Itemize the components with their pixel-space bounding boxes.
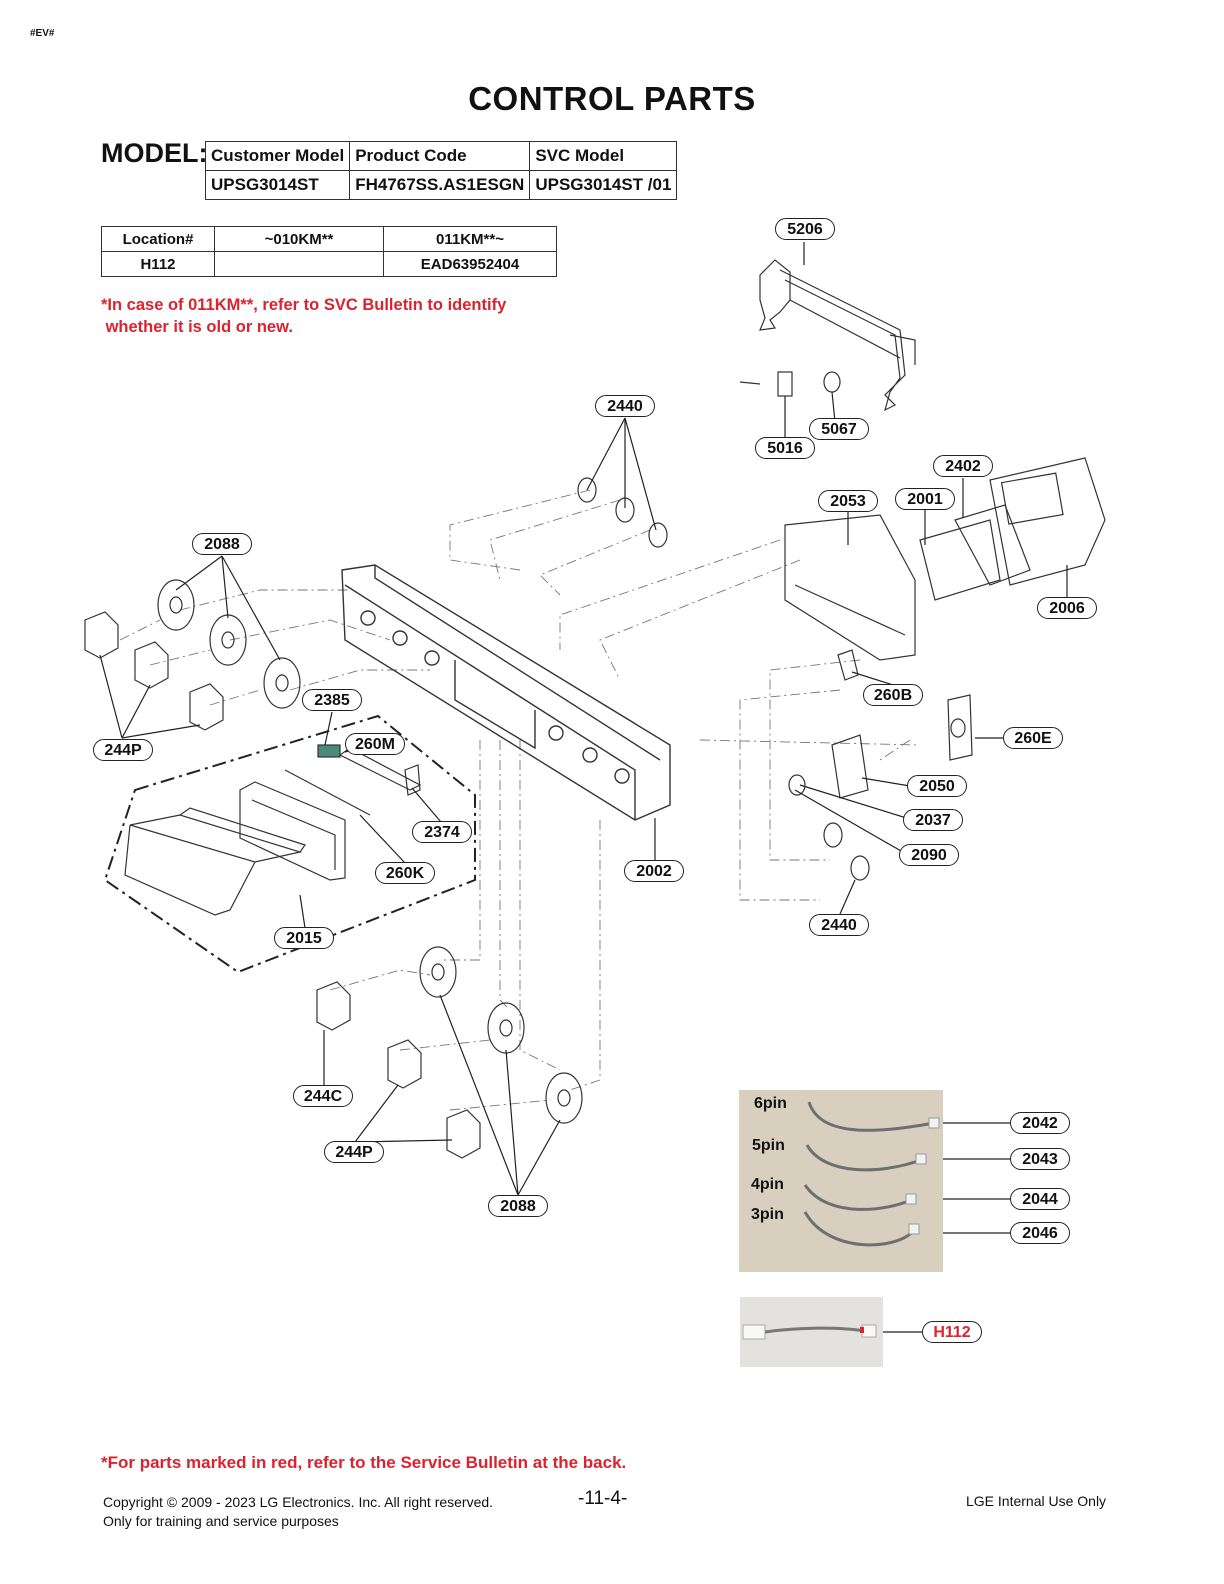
- model-header-customer-model: Customer Model: [204, 141, 351, 171]
- pin-label-6pin: 6pin: [754, 1095, 787, 1112]
- location-value-011km: EAD63952404: [383, 251, 557, 277]
- page-title: CONTROL PARTS: [468, 80, 756, 117]
- model-value-svc-model: UPSG3014ST /01: [529, 170, 678, 200]
- location-table-row: H112 EAD63952404: [101, 251, 557, 277]
- callout-260M: 260M: [345, 733, 405, 755]
- location-header-010km: ~010KM**: [214, 226, 384, 252]
- switch-components-right-shape: [788, 649, 973, 881]
- callout-2043: 2043: [1010, 1148, 1070, 1170]
- switches-2440-upper-shape: [577, 477, 668, 548]
- document-tag: #EV#: [30, 28, 55, 39]
- knobs-244p-upper-shape: [84, 611, 224, 731]
- control-housing-shape: [784, 457, 1106, 661]
- callout-2088-lower: 2088: [488, 1195, 548, 1217]
- bulletin-note: *In case of 011KM**, refer to SVC Bullet…: [101, 294, 506, 338]
- bulletin-note-line2: whether it is old or new.: [101, 318, 293, 336]
- model-header-svc-model: SVC Model: [529, 141, 678, 171]
- drawer-assembly-boundary: [103, 714, 476, 974]
- copyright-line1: Copyright © 2009 - 2023 LG Electronics. …: [103, 1494, 494, 1510]
- knob-skirts-2088-upper-shape: [157, 579, 301, 709]
- callout-244C: 244C: [293, 1085, 353, 1107]
- location-header-location: Location#: [101, 226, 215, 252]
- harness-wires-image: [803, 1101, 940, 1247]
- location-value-010km: [214, 251, 384, 277]
- knob-skirts-2088-lower-shape: [419, 946, 583, 1124]
- callout-2050: 2050: [907, 775, 967, 797]
- callout-2088-upper: 2088: [192, 533, 252, 555]
- callout-260E: 260E: [1003, 727, 1063, 749]
- bulletin-note-line1: *In case of 011KM**, refer to SVC Bullet…: [101, 296, 507, 314]
- bracket-5206-shape: [759, 259, 916, 412]
- location-table-header-row: Location# ~010KM** 011KM**~: [101, 226, 557, 252]
- callout-244P-lower: 244P: [324, 1141, 384, 1163]
- callout-2006: 2006: [1037, 597, 1097, 619]
- callout-2374: 2374: [412, 821, 472, 843]
- callout-260B: 260B: [863, 684, 923, 706]
- control-panel-2002-shape: [341, 564, 671, 821]
- model-value-customer-model: UPSG3014ST: [204, 170, 351, 200]
- callout-H112: H112: [922, 1321, 982, 1343]
- callout-244P-upper: 244P: [93, 739, 153, 761]
- callout-5067: 5067: [809, 418, 869, 440]
- location-header-011km: 011KM**~: [383, 226, 557, 252]
- callout-2440-upper: 2440: [595, 395, 655, 417]
- callout-2053: 2053: [818, 490, 878, 512]
- callout-leader-lines: [99, 242, 1068, 1333]
- harness-photo: [739, 1090, 943, 1272]
- callout-260K: 260K: [375, 862, 435, 884]
- drawer-2015-shape: [124, 744, 422, 916]
- pin-label-5pin: 5pin: [752, 1137, 785, 1154]
- h112-harness-photo: [740, 1297, 883, 1367]
- callout-2001: 2001: [895, 488, 955, 510]
- callout-5016: 5016: [755, 437, 815, 459]
- knobs-lower-shape: [316, 981, 481, 1159]
- pin-label-4pin: 4pin: [751, 1176, 784, 1193]
- callout-5206: 5206: [775, 218, 835, 240]
- callout-2090: 2090: [899, 844, 959, 866]
- callout-2402: 2402: [933, 455, 993, 477]
- location-table: Location# ~010KM** 011KM**~ H112 EAD6395…: [101, 226, 557, 277]
- model-table-header-row: Customer Model Product Code SVC Model: [204, 141, 678, 171]
- location-value-location: H112: [101, 251, 215, 277]
- model-header-product-code: Product Code: [349, 141, 531, 171]
- callout-2037: 2037: [903, 809, 963, 831]
- model-table: Customer Model Product Code SVC Model UP…: [204, 141, 678, 200]
- callout-2385: 2385: [302, 689, 362, 711]
- clips-5016-5067-shape: [739, 371, 841, 397]
- h112-wire-image: [742, 1324, 877, 1340]
- pin-label-3pin: 3pin: [751, 1206, 784, 1223]
- callout-2042: 2042: [1010, 1112, 1070, 1134]
- callout-2015: 2015: [274, 927, 334, 949]
- callout-2046: 2046: [1010, 1222, 1070, 1244]
- copyright-notice: Copyright © 2009 - 2023 LG Electronics. …: [103, 1493, 493, 1531]
- model-label: MODEL:: [101, 138, 208, 168]
- copyright-line2: Only for training and service purposes: [103, 1513, 339, 1529]
- model-value-product-code: FH4767SS.AS1ESGN: [349, 170, 531, 200]
- model-table-value-row: UPSG3014ST FH4767SS.AS1ESGN UPSG3014ST /…: [204, 170, 678, 200]
- callout-2002: 2002: [624, 860, 684, 882]
- internal-use-label: LGE Internal Use Only: [966, 1493, 1107, 1509]
- service-bulletin-note: *For parts marked in red, refer to the S…: [101, 1453, 627, 1472]
- page-number: -11-4-: [578, 1488, 628, 1509]
- callout-2440-lower: 2440: [809, 914, 869, 936]
- callout-2044: 2044: [1010, 1188, 1070, 1210]
